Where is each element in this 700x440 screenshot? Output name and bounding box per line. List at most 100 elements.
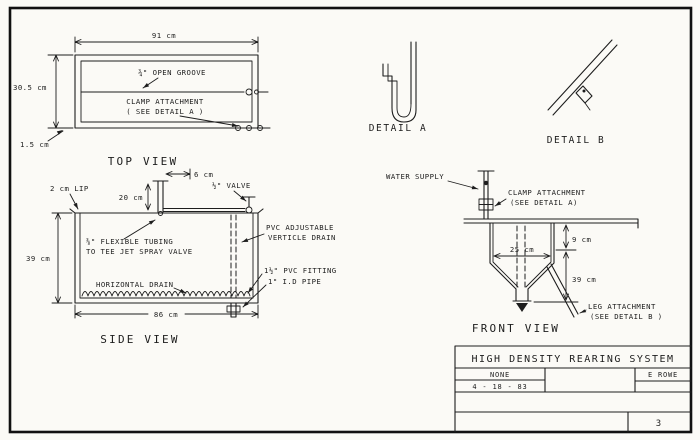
dim-20-label: 20 cm [119, 193, 143, 202]
outlet-tip-icon [516, 303, 528, 312]
front-clamp-label-line2: (SEE DETAIL A) [510, 198, 578, 207]
dim-86-lines [74, 304, 259, 319]
supply-downpipe [152, 180, 169, 213]
dim-39f-label: 39 cm [572, 275, 596, 284]
dim-9-label: 9 cm [572, 235, 592, 244]
clamp-profile-outer [382, 63, 417, 123]
hopper-outline-outer [489, 222, 555, 290]
tank-outline [69, 208, 264, 304]
drawn-by-value: E ROWE [648, 371, 678, 379]
arrowhead-icon [248, 287, 254, 293]
clamp-profile-inner [387, 63, 412, 118]
sheet-number: 3 [656, 419, 662, 429]
drain-stub [230, 302, 237, 318]
leg-label-line1: LEG ATTACHMENT [588, 302, 656, 311]
hopper-drain-dashed [516, 225, 526, 289]
side-view-title: SIDE VIEW [100, 333, 179, 346]
pipe-fitting-icon [245, 88, 253, 96]
dim-20-lines [145, 183, 151, 211]
valve-dot-icon [483, 180, 489, 186]
clamp-label-line1: CLAMP ATTACHMENT [126, 97, 204, 106]
supply-pipe [477, 170, 495, 220]
detail-b-title: DETAIL B [547, 135, 606, 146]
dim-91-label: 91 cm [152, 31, 176, 40]
leg-lines [547, 39, 618, 116]
groove-label: ¾" OPEN GROOVE [138, 68, 206, 77]
tubing-leader [123, 219, 156, 240]
arrowhead-icon [242, 238, 249, 242]
fitting-label: 1½" PVC FITTING [264, 266, 337, 275]
dim-6-lines [165, 168, 191, 180]
detail-a-title: DETAIL A [369, 123, 428, 134]
title-block: HIGH DENSITY REARING SYSTEM NONE 4 - 18 … [454, 345, 692, 433]
dim-305-label: 30.5 cm [13, 83, 47, 92]
dim-right-lines [533, 224, 579, 303]
feed-pipe [162, 207, 246, 213]
front-leg-lines [546, 263, 579, 318]
lip-label: 2 cm LIP [50, 184, 89, 193]
front-view-title: FRONT VIEW [472, 322, 560, 335]
front-clamp-label-line1: CLAMP ATTACHMENT [508, 188, 586, 197]
hopper-outline-inner [492, 222, 552, 288]
arrowhead-icon [179, 288, 186, 293]
horiz-drain-label: HORIZONTAL DRAIN [96, 280, 174, 289]
side-view: 2 cm LIP 20 cm 6 cm ½" VALVE ⅜" FLEXIBLE… [26, 168, 337, 346]
arrowhead-icon [148, 220, 155, 225]
detail-a: DETAIL A [369, 41, 428, 134]
arrowhead-icon [495, 201, 502, 206]
bolt-icon [582, 89, 586, 93]
scale-value: NONE [490, 371, 510, 379]
tubing-label-line2: TO TEE JET SPRAY VALVE [86, 247, 193, 256]
dim-39-label: 39 cm [26, 254, 50, 263]
valve-body-icon [245, 206, 253, 214]
pipe-label: 1" I.D PIPE [268, 277, 321, 286]
hopper-outlet [512, 288, 532, 302]
title-block-lines [454, 345, 692, 433]
date-value: 4 - 18 - 83 [472, 383, 527, 391]
dim-25-lines [493, 253, 551, 259]
dim-91-lines [74, 36, 259, 53]
arrowhead-icon [73, 202, 78, 209]
arrowhead-icon [580, 309, 587, 313]
water-supply-label: WATER SUPPLY [386, 172, 444, 181]
vertical-drain-dashed [230, 214, 237, 299]
tubing-label-line1: ⅜" FLEXIBLE TUBING [86, 237, 173, 246]
arrowhead-icon [243, 301, 249, 307]
top-view-title: TOP VIEW [108, 155, 179, 168]
dim-305-lines [47, 54, 74, 129]
horizontal-drain-coil [81, 291, 251, 297]
dim-39-lines [51, 212, 73, 304]
arrowhead-icon [143, 83, 150, 88]
clamp-icon [257, 125, 263, 131]
dim-15-label: 1.5 cm [20, 140, 49, 149]
valve-label: ½" VALVE [212, 181, 251, 190]
vert-drain-label-line1: PVC ADJUSTABLE [266, 223, 334, 232]
leg-bracket-icon [575, 85, 593, 104]
arrowhead-icon [471, 185, 478, 190]
pipe-coupling-icon [226, 305, 241, 313]
clamp-label-line2: ( SEE DETAIL A ) [126, 107, 204, 116]
wall-lines [410, 41, 417, 111]
pipe-fitting-icon [158, 211, 163, 216]
arrowhead-icon [56, 130, 63, 135]
pipe-fitting-icon [254, 89, 259, 95]
clamp-leader [179, 115, 239, 127]
dim-86-label: 86 cm [154, 310, 178, 319]
dim-25-label: 25 cm [510, 245, 534, 254]
bracket-hook [584, 102, 591, 111]
arrowhead-icon [231, 123, 238, 127]
arrowhead-icon [240, 195, 246, 201]
drawing-title: HIGH DENSITY REARING SYSTEM [471, 354, 674, 365]
valve-icon [242, 196, 256, 208]
dim-6-label: 6 cm [194, 170, 214, 179]
top-view: 91 cm 30.5 cm 1.5 cm ¾" OPEN GROOVE CLAM… [13, 31, 271, 168]
vert-drain-label-line2: VERTICLE DRAIN [268, 233, 336, 242]
clamp-icon [235, 125, 241, 131]
detail-b: DETAIL B [547, 39, 618, 146]
clamp-icon [246, 125, 252, 131]
front-view: WATER SUPPLY CLAMP ATTACHMENT (SEE DETAI… [386, 170, 663, 335]
leg-label-line2: (SEE DETAIL B ) [590, 312, 663, 321]
page-border [8, 6, 693, 434]
